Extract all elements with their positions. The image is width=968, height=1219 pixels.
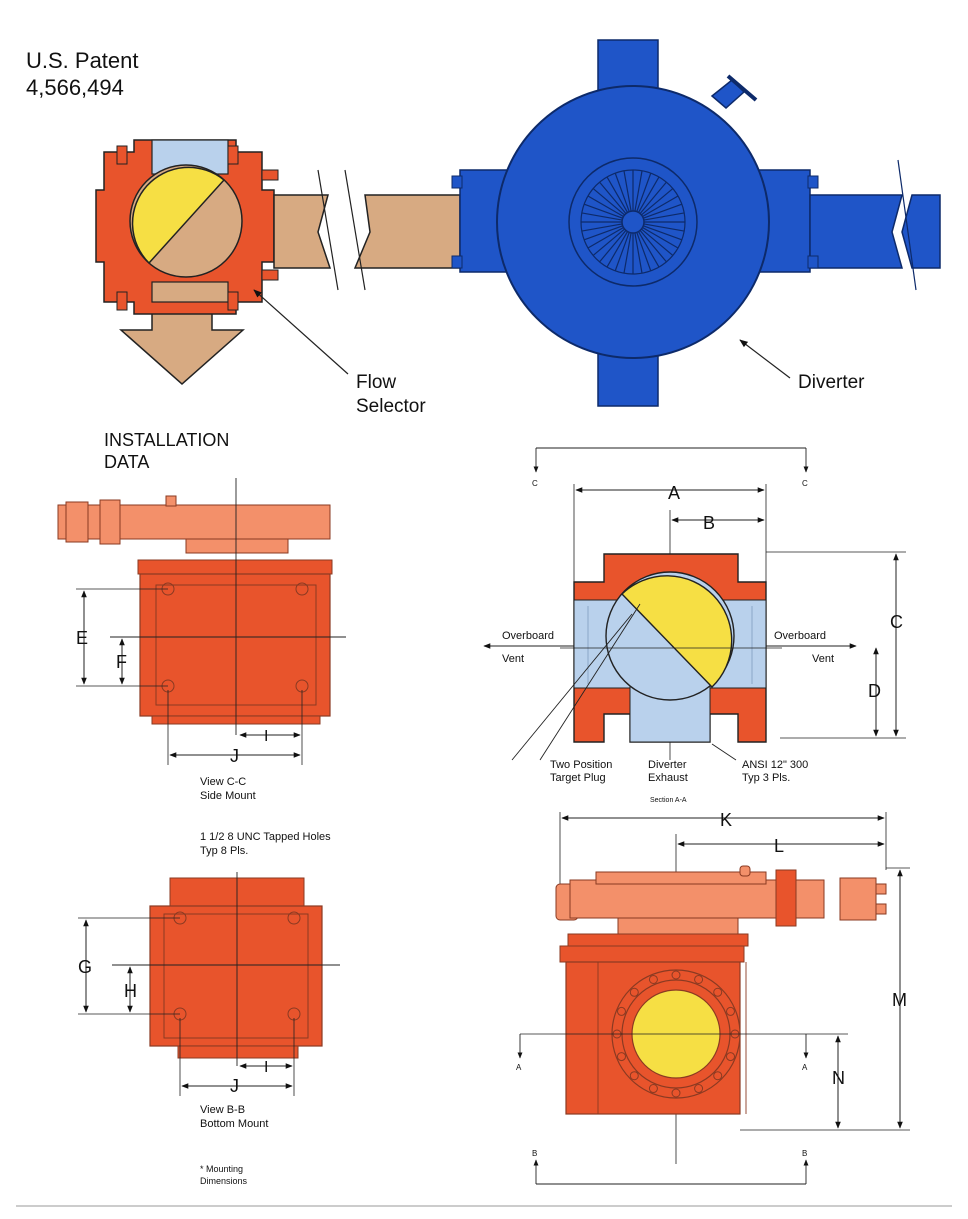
cut-mark-a-right: A — [802, 1063, 808, 1072]
exhaust-label-2: Exhaust — [648, 772, 688, 784]
plug-label-2: Target Plug — [550, 772, 606, 784]
installation-title-2: DATA — [104, 452, 149, 472]
right-vent-label-2: Vent — [812, 653, 834, 665]
dim-d: D — [868, 681, 881, 701]
right-vent-label-1: Overboard — [774, 630, 826, 642]
dim-b: B — [703, 513, 715, 533]
diverter-leader — [739, 339, 791, 379]
mounting-note-2: Dimensions — [200, 1176, 248, 1186]
connecting-pipe — [353, 194, 461, 269]
left-vent-label-1: Overboard — [502, 630, 554, 642]
dim-f-cc: F — [116, 652, 127, 672]
flow-selector-label-1: Flow — [356, 372, 396, 393]
plug-label-1: Two Position — [550, 759, 612, 771]
patent-title: U.S. Patent — [26, 48, 139, 73]
dim-i-cc: I — [264, 728, 268, 745]
view-bb-caption-2: Bottom Mount — [200, 1118, 268, 1130]
dim-j-bb: J — [230, 1076, 239, 1096]
flow-selector-label-2: Selector — [356, 396, 426, 417]
cut-mark-b-left: B — [532, 1149, 537, 1158]
tapped-holes-2: Typ 8 Pls. — [200, 845, 248, 857]
flow-selector-drawing — [95, 139, 461, 386]
dim-k: K — [720, 810, 732, 830]
dim-m: M — [892, 990, 907, 1010]
installation-title-1: INSTALLATION — [104, 430, 229, 450]
cut-mark-c-right: C — [802, 479, 808, 488]
front-view-drawing — [517, 812, 910, 1185]
section-aa-caption: Section A-A — [650, 797, 687, 804]
patent-label: U.S. Patent 4,566,494 — [26, 48, 139, 100]
dim-i-bb: I — [264, 1059, 268, 1076]
dim-a: A — [668, 483, 680, 503]
left-vent-label-2: Vent — [502, 653, 524, 665]
patent-number: 4,566,494 — [26, 75, 124, 100]
section-aa-drawing — [483, 447, 906, 761]
view-cc-caption-1: View C-C — [200, 776, 246, 788]
cut-mark-c-left: C — [532, 479, 538, 488]
dim-e: E — [76, 628, 88, 648]
dim-g: G — [78, 957, 92, 977]
tapped-holes-1: 1 1/2 8 UNC Tapped Holes — [200, 831, 331, 843]
dim-l: L — [774, 836, 784, 856]
view-cc-drawing — [57, 478, 346, 765]
view-cc-caption-2: Side Mount — [200, 790, 256, 802]
dim-h: H — [124, 981, 137, 1001]
dim-j-cc: J — [230, 746, 239, 766]
cut-mark-a-left: A — [516, 1063, 522, 1072]
dim-c: C — [890, 612, 903, 632]
dim-n: N — [832, 1068, 845, 1088]
cut-mark-b-right: B — [802, 1149, 807, 1158]
diverter-drawing — [451, 39, 941, 407]
exhaust-label-1: Diverter — [648, 759, 687, 771]
flow-selector-leader — [253, 289, 349, 375]
view-bb-drawing — [78, 872, 340, 1096]
ansi-label-1: ANSI 12" 300 — [742, 759, 808, 771]
diverter-label: Diverter — [798, 372, 865, 393]
view-bb-caption-1: View B-B — [200, 1104, 245, 1116]
mounting-note-1: * Mounting — [200, 1164, 243, 1174]
ansi-label-2: Typ 3 Pls. — [742, 772, 790, 784]
target-plug — [131, 166, 226, 265]
